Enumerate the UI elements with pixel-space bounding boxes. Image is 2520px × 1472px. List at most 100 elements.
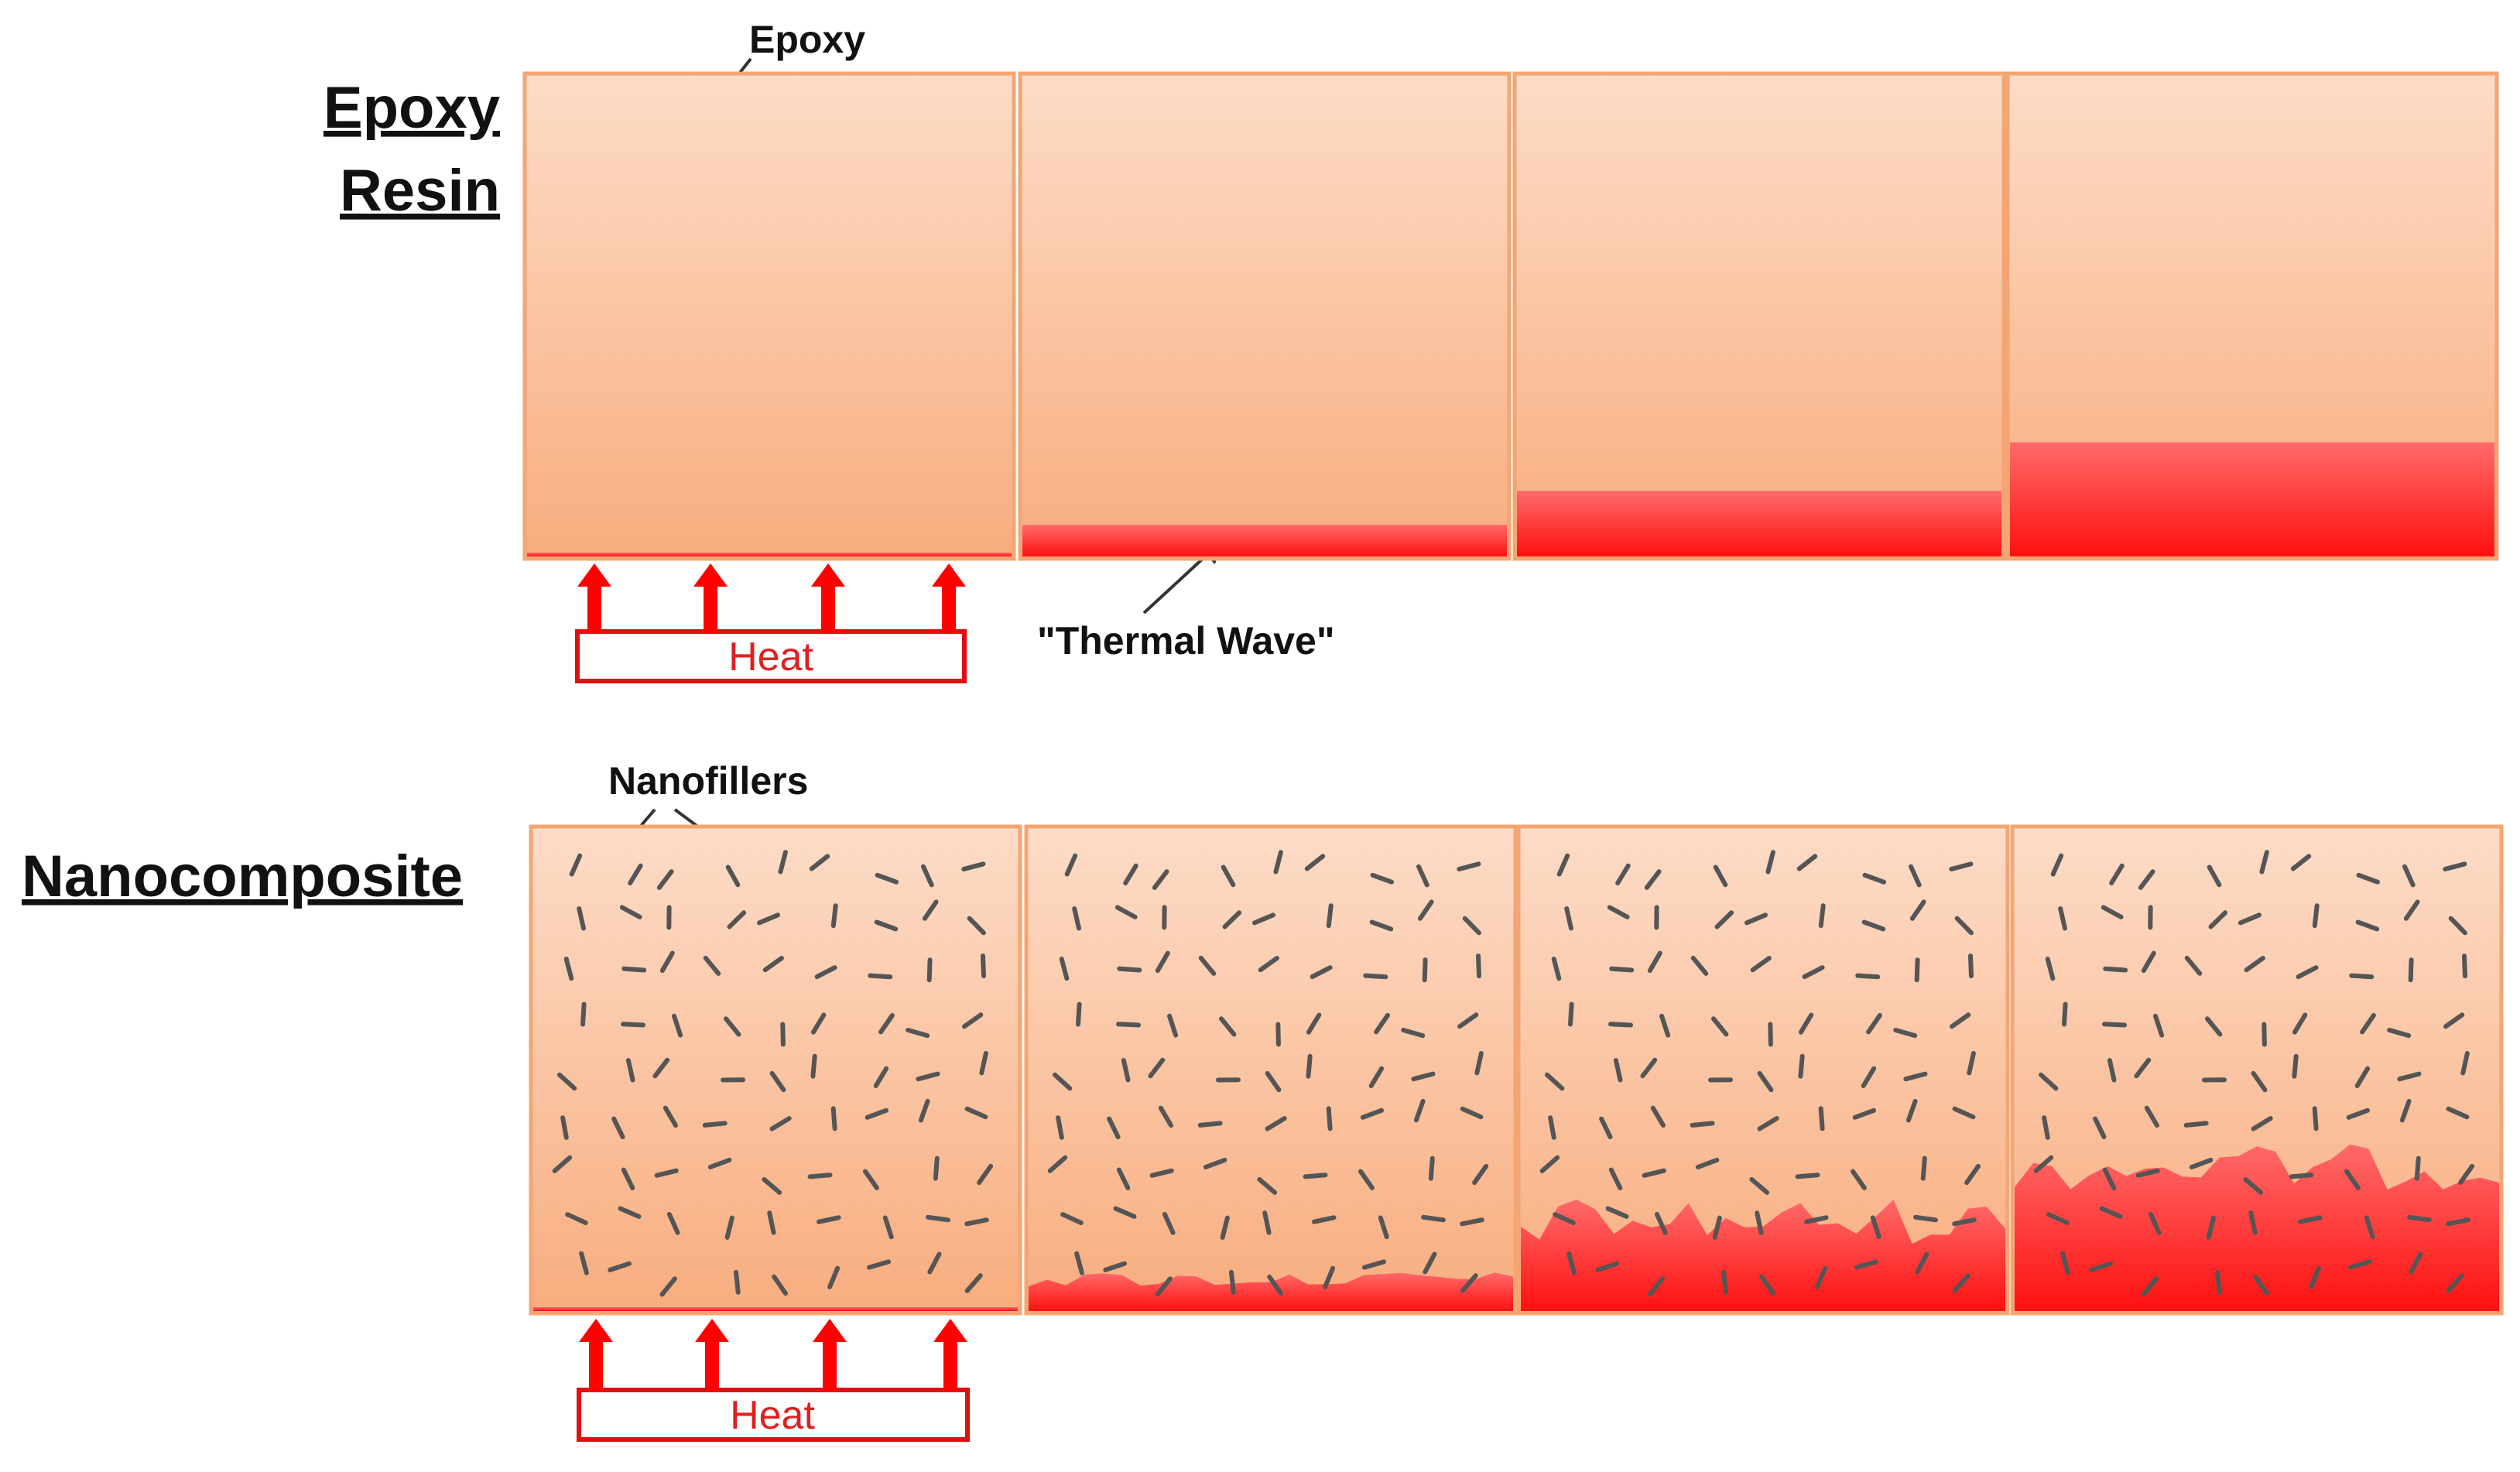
nanofiller-particle [1964,1163,1981,1186]
nanofiller-particle [1556,853,1570,877]
nanofiller-particle [2243,1177,2264,1195]
nanofiller-particle [1074,1251,1084,1275]
nanofiller-particle [1954,916,1974,936]
nanofiller-particle [1416,864,1429,888]
nanofiller-particle [1765,850,1775,875]
nanofiller-particle [2397,1071,2422,1082]
nanofiller-particle [981,953,986,979]
nanofiller-particle [1595,1261,1619,1272]
nanofiller-particle [724,1215,734,1240]
nanofiller-particle [2309,1265,2322,1289]
thermal-wave-region [2010,442,2494,556]
nanofiller-particle [961,861,986,871]
nanofiller-particle [1759,1274,1775,1296]
nanofiller-particle [2289,1172,2314,1179]
nanofiller-particle [2408,957,2414,983]
nanofiller-particle [1064,853,1078,877]
nanofiller-particle [1303,1172,1328,1179]
nanofiller-particle [1326,1106,1333,1131]
nanofiller-particle [1252,912,1275,926]
epoxy-panel-3 [1512,71,2006,561]
nanofiller-particle [618,1206,642,1219]
nanofiller-particle [1422,957,1428,983]
nanofiller-particle [964,1106,988,1120]
nanofiller-particle [2446,1106,2470,1120]
nanofiller-particle [2238,912,2261,926]
nanofiller-particle [1654,1212,1668,1235]
nanofiller-particle [1472,1163,1489,1186]
nanofiller-particle [933,1155,940,1181]
nanofiller-particle [865,1107,889,1120]
nanofiller-particle [2039,1072,2059,1091]
nanofiller-particle [608,1261,632,1272]
nanofiller-particle [1203,1157,1227,1169]
nanofiller-particle [1744,912,1768,926]
thermal-wave-region [1517,491,2001,556]
nanofiller-particle [2312,1106,2319,1131]
nanofiller-particle [1866,1013,1882,1035]
nanofiller-particle [2184,955,2203,976]
nanofiller-particle [1273,850,1283,875]
nanofiller-particle [707,1157,732,1169]
nanofiller-particle [621,1022,645,1028]
epoxy-resin-title-line-1: Epoxy [324,75,500,141]
nanofiller-particle [809,854,830,871]
nanofiller-particle [652,1057,670,1079]
nanofiller-particle [1798,1053,1805,1079]
nanofiller-particle [1114,905,1138,919]
nanofiller-particle [1258,956,1279,973]
nanofiller-particle [1952,1106,1976,1120]
nanofiller-particle [1360,1107,1384,1120]
nanofiller-particle [1310,965,1333,980]
nanofiller-particle [1197,1121,1223,1128]
nanofiller-particle [1795,1172,1820,1179]
nanofiller-particle [1605,1206,1629,1219]
nanofiller-particle [2101,905,2124,919]
nanofiller-particle [1306,1012,1322,1035]
nanofiller-particle [1851,1169,1867,1190]
nanofiller-particle [1798,1012,1814,1035]
nanofiller-particle [659,950,675,974]
nanofiller-particle [922,899,939,921]
heat-box [577,1388,970,1442]
nanofiller-particle [1608,1022,1633,1028]
nanofiller-particle [552,1155,573,1173]
nanofiller-particle [1155,1276,1173,1297]
nanofiller-particle [1609,966,1635,973]
nanofiller-particle [1608,1167,1623,1190]
nanofiller-particle [1113,1206,1137,1219]
nanofiller-particle [1802,965,1825,980]
nanofiller-particle [1721,1269,1728,1295]
nanofiller-particle [2033,1155,2054,1173]
nanofiller-particle [1568,1001,1574,1027]
nanofiller-particle [769,1116,792,1131]
nanofiller-particle [2107,1058,2117,1083]
nanofiller-particle [1952,1273,1970,1293]
epoxy-panel-4 [2005,71,2499,561]
nanofiller-particle [2446,1273,2464,1293]
nanofiller-particle [2046,1212,2070,1225]
nanofiller-particle [2050,853,2064,877]
epoxy-callout-label: Epoxy [749,18,865,61]
nanofiller-particle [1149,1168,1174,1178]
nanofiller-particle [1306,1053,1313,1079]
up-arrow-icon [693,563,728,633]
nanofiller-particle [1870,1215,1881,1240]
nanofiller-particle [1076,1001,1082,1027]
nanofiller-particle [979,1051,988,1076]
nanofiller-particle [2183,1121,2209,1128]
nanofiller-particle [882,1215,894,1240]
nanofiller-particle [663,1105,678,1128]
nanofiller-particle [1714,910,1734,929]
nanofiller-particle [1358,1169,1375,1190]
nanofiller-particle [611,1116,625,1139]
nanofiller-particle [1053,1072,1073,1091]
nanofiller-particle [2448,916,2467,936]
nanofiller-particle [2251,1116,2273,1131]
nanofiller-particle [2355,919,2380,932]
epoxy-resin-title: Epoxy Resin [324,75,500,224]
nanofiller-particle [1368,1066,1385,1088]
nanofiller-particle [1457,1012,1479,1029]
nanofiller-particle [2134,1057,2152,1079]
nanofiller-particle [1411,1071,1436,1082]
